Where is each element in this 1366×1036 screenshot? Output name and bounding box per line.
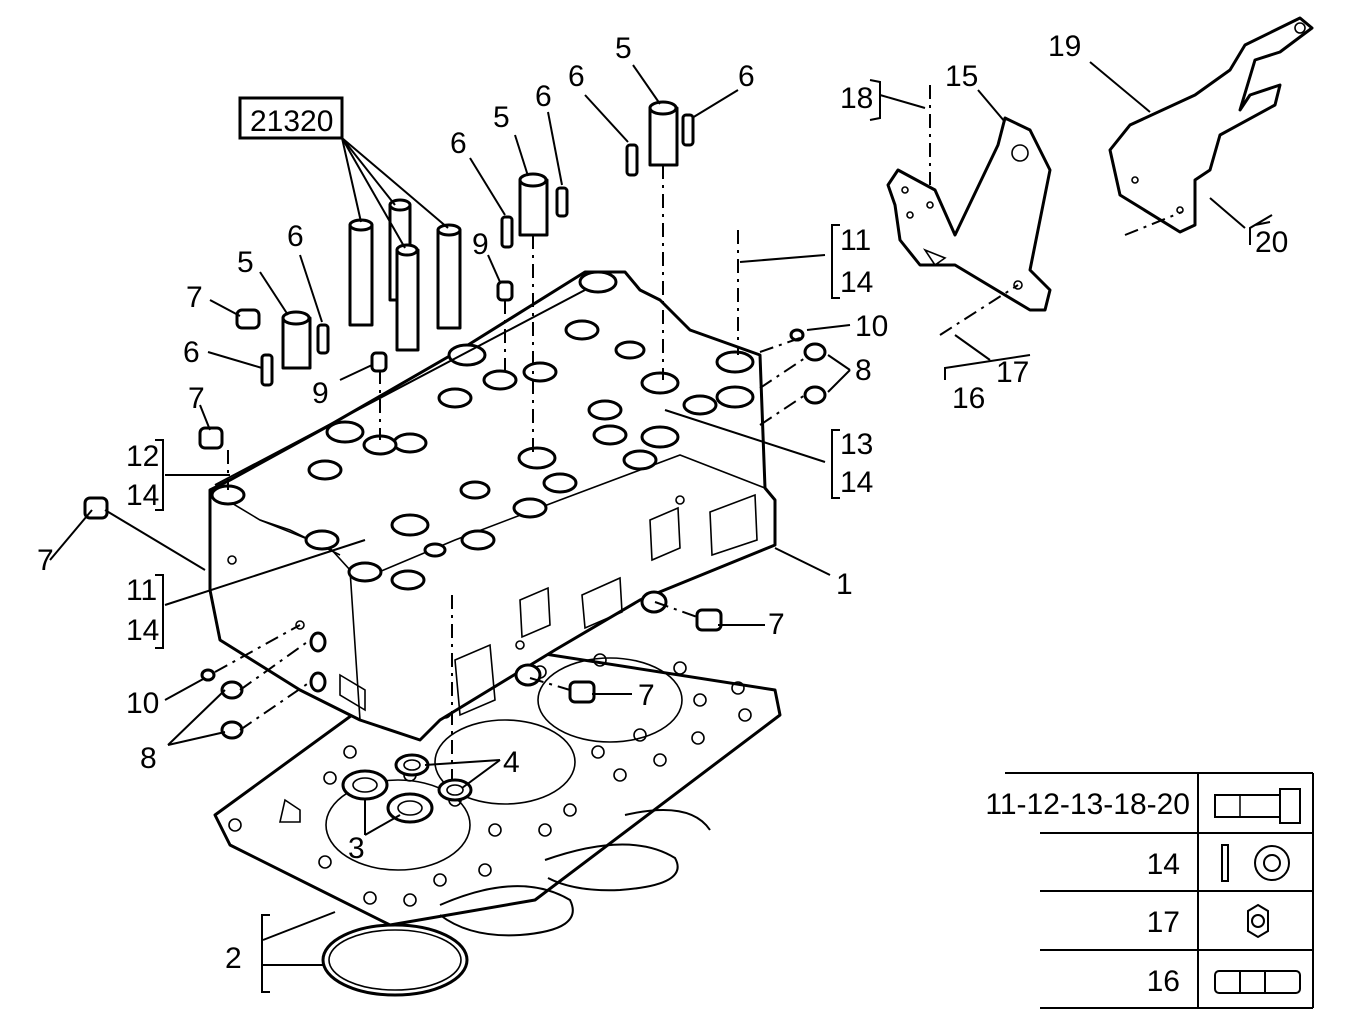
legend-row-1-label: 11-12-13-18-20 [985, 788, 1190, 821]
bolt-icon [1214, 788, 1301, 824]
stud-icon [1214, 970, 1301, 994]
valve-seats [341, 753, 473, 824]
callout-14-b: 14 [840, 466, 873, 499]
callout-7-a: 7 [186, 281, 203, 314]
leader-lines [49, 61, 1246, 966]
callout-14-c: 14 [126, 479, 159, 512]
sleeves-part-5 [281, 100, 679, 370]
bracket-part-15 [886, 116, 1052, 312]
callout-7-d: 7 [768, 608, 785, 641]
callout-3: 3 [348, 832, 365, 865]
callout-11-right: 11 [840, 224, 871, 257]
callout-9-a: 9 [472, 228, 489, 261]
callout-7-e: 7 [638, 679, 655, 712]
callout-14-d: 14 [126, 614, 159, 647]
callout-5-right: 5 [615, 32, 632, 65]
center-lines [214, 85, 1183, 780]
callout-numbers: 1 2 3 4 5 5 5 6 6 6 6 6 6 7 7 7 7 7 8 8 … [37, 30, 1288, 975]
head-bosses [210, 270, 755, 591]
callout-13: 13 [840, 428, 873, 461]
fastener-legend: 11-12-13-18-20 14 17 16 [985, 772, 1314, 1009]
callout-6-c: 6 [450, 127, 467, 160]
callout-6-d: 6 [535, 80, 552, 113]
callout-18: 18 [840, 82, 873, 115]
label-braces [155, 79, 1273, 993]
callout-6-e: 6 [568, 60, 585, 93]
callout-8-left: 8 [140, 742, 157, 775]
callout-12: 12 [126, 440, 159, 473]
reference-box [238, 96, 344, 140]
callout-1: 1 [836, 568, 853, 601]
callout-11-left: 11 [126, 574, 157, 607]
callout-19: 19 [1048, 30, 1081, 63]
callout-6-a: 6 [287, 220, 304, 253]
plugs [83, 280, 723, 704]
callout-10-right: 10 [855, 310, 888, 343]
dowel-pins-part-6 [260, 113, 695, 387]
valve-guides [348, 198, 462, 352]
callout-16: 16 [952, 382, 985, 415]
callout-8-right: 8 [855, 354, 872, 387]
legend-row-4-label: 16 [1147, 965, 1180, 998]
callout-20: 20 [1255, 226, 1288, 259]
callout-4: 4 [503, 746, 520, 779]
washer-icon [1221, 844, 1290, 882]
callout-17: 17 [996, 356, 1029, 389]
callout-9-b: 9 [312, 377, 329, 410]
callout-5-mid: 5 [493, 101, 510, 134]
callout-2: 2 [225, 942, 242, 975]
legend-row-2-label: 14 [1147, 848, 1180, 881]
callout-5-left: 5 [237, 246, 254, 279]
callout-14-a: 14 [840, 266, 873, 299]
callout-7-b: 7 [188, 382, 205, 415]
small-plugs-8-10 [200, 328, 827, 740]
reference-box-text: 21320 [250, 105, 333, 138]
callout-6-f: 6 [738, 60, 755, 93]
nut-icon [1247, 903, 1269, 939]
callout-7-c: 7 [37, 544, 54, 577]
legend-row-3-label: 17 [1147, 906, 1180, 939]
callout-6-b: 6 [183, 336, 200, 369]
cylinder-head [208, 270, 777, 742]
callout-15: 15 [945, 60, 978, 93]
liner-seal-rings [321, 809, 711, 997]
callout-10-left: 10 [126, 687, 159, 720]
